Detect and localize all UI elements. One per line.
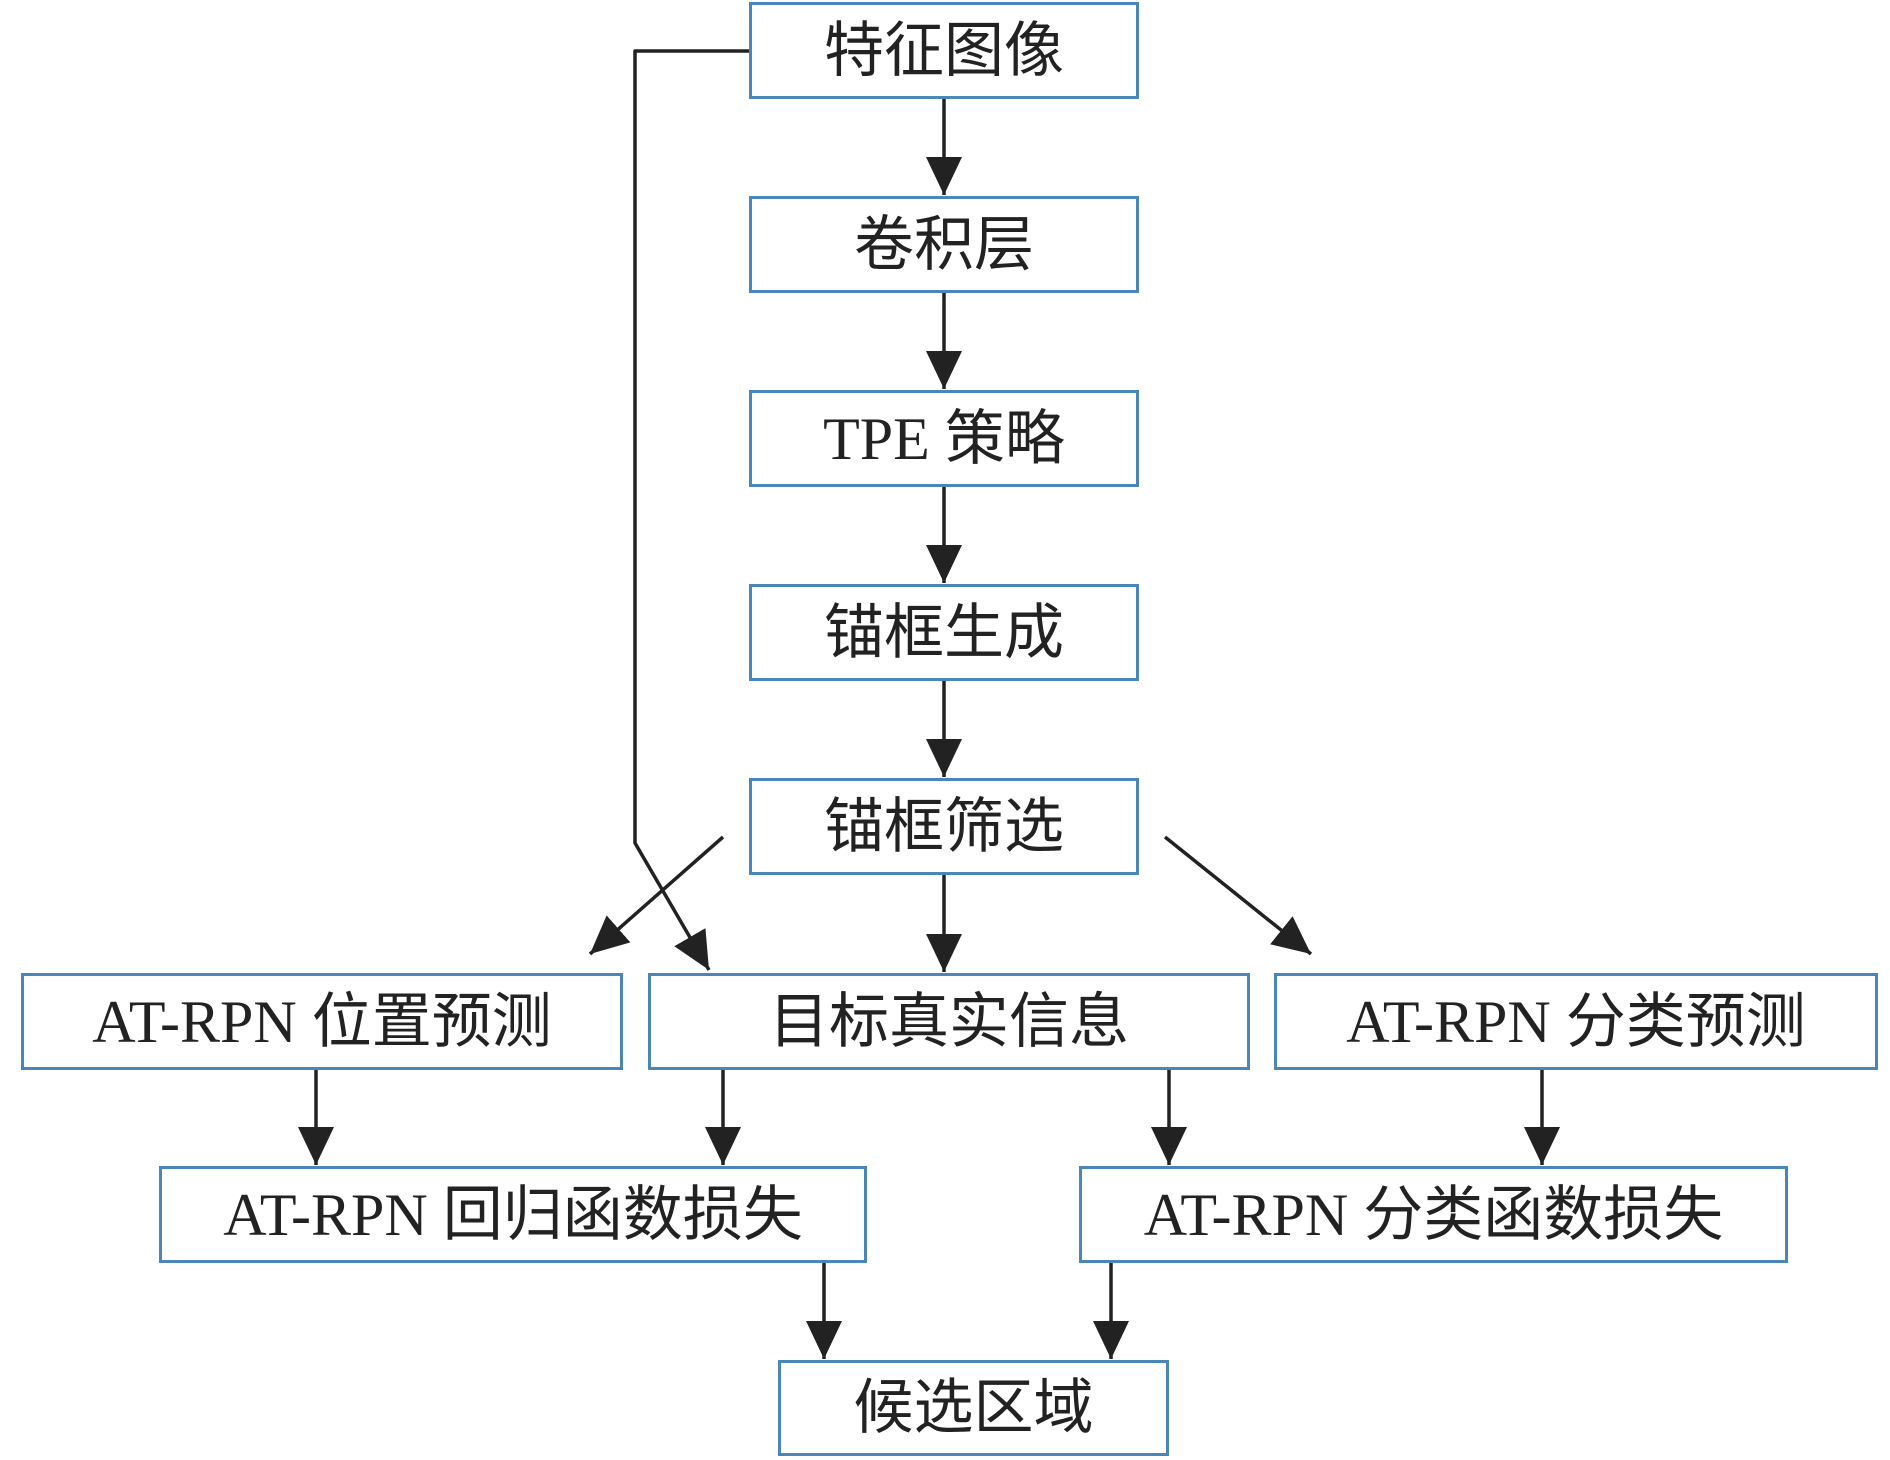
- node-conv-layer: 卷积层: [749, 196, 1139, 293]
- node-anchor-generation: 锚框生成: [749, 584, 1139, 681]
- node-label: TPE 策略: [823, 405, 1065, 472]
- node-label: 锚框筛选: [824, 793, 1064, 860]
- node-target-ground-truth: 目标真实信息: [648, 973, 1250, 1070]
- node-label: AT-RPN 回归函数损失: [223, 1181, 803, 1248]
- node-label: 目标真实信息: [769, 988, 1129, 1055]
- node-atrpn-class-loss: AT-RPN 分类函数损失: [1079, 1166, 1788, 1263]
- node-label: 卷积层: [854, 211, 1034, 278]
- node-label: 候选区域: [853, 1375, 1094, 1441]
- node-label: AT-RPN 分类函数损失: [1143, 1181, 1724, 1248]
- node-candidate-regions: 候选区域: [778, 1360, 1169, 1456]
- node-label: 特征图像: [824, 17, 1064, 84]
- node-atrpn-class-prediction: AT-RPN 分类预测: [1274, 973, 1878, 1070]
- node-label: 锚框生成: [824, 599, 1064, 666]
- arrow-anchor-filtering-to-location-prediction: [588, 835, 725, 956]
- node-feature-image: 特征图像: [749, 2, 1139, 99]
- node-label: AT-RPN 位置预测: [92, 988, 552, 1055]
- node-atrpn-location-prediction: AT-RPN 位置预测: [21, 973, 623, 1070]
- arrow-anchor-filtering-to-class-prediction: [1163, 835, 1313, 956]
- node-atrpn-regression-loss: AT-RPN 回归函数损失: [159, 1166, 867, 1263]
- arrow-feature-image-to-target-ground-truth: [633, 49, 749, 971]
- node-label: AT-RPN 分类预测: [1346, 988, 1806, 1055]
- node-anchor-filtering: 锚框筛选: [749, 778, 1139, 875]
- node-tpe-strategy: TPE 策略: [749, 390, 1139, 487]
